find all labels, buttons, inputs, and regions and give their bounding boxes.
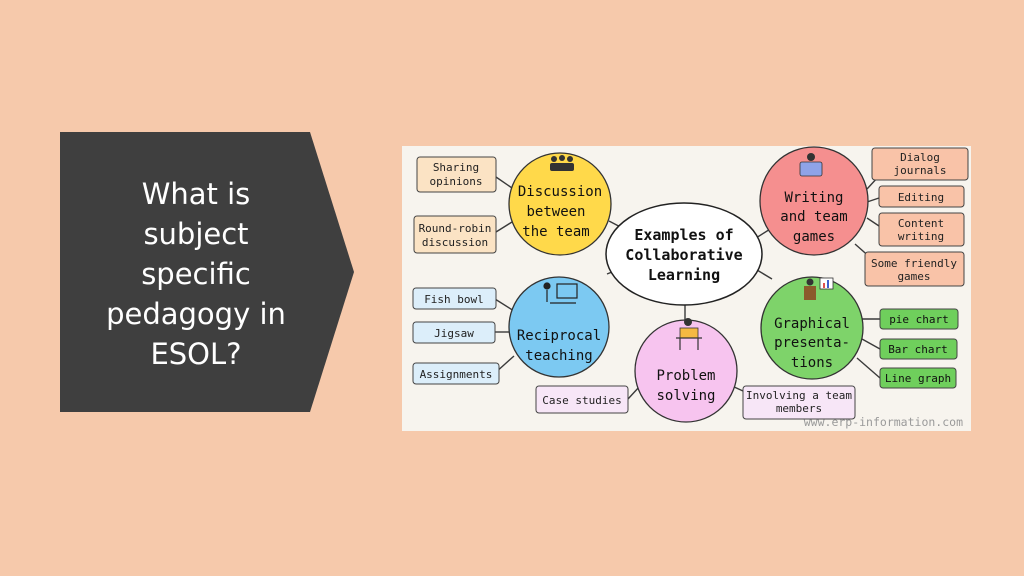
graphical-node: Graphical presenta- tions [760, 276, 864, 380]
team-meeting-icon [550, 155, 574, 171]
reciprocal-item-box: Jigsaw [412, 321, 496, 344]
graphical-label-line: presenta- [774, 335, 850, 351]
discussion-label-line: Discussion [518, 184, 602, 200]
item-text-line: writing [898, 230, 944, 243]
classroom-teaching-icon [543, 282, 578, 304]
graphical-item-box: Bar chart [879, 338, 958, 360]
problem-node: Problem solving [634, 318, 738, 423]
item-text-line: Editing [898, 191, 944, 204]
item-text-line: Dialog [900, 151, 940, 164]
item-text-line: Round-robin [419, 222, 492, 235]
title-line: ESOL? [150, 337, 242, 371]
title-line: subject [143, 217, 249, 251]
problem-item-box: Involving a team members [742, 385, 856, 420]
discussion-label-line: the team [522, 224, 589, 240]
problem-label-line: Problem [656, 368, 715, 384]
item-text-line: Fish bowl [424, 293, 484, 306]
discussion-item-box: Sharing opinions [416, 156, 497, 193]
discussion-node: Discussion between the team [508, 152, 612, 256]
reciprocal-label-line: teaching [525, 348, 592, 364]
writing-label-line: and team [780, 209, 847, 225]
item-text-line: Some friendly [871, 257, 957, 270]
item-text-line: Jigsaw [434, 327, 474, 340]
watermark: www.erp-information.com [804, 415, 963, 429]
problem-item-box: Case studies [535, 385, 629, 414]
center-label-line: Learning [648, 266, 720, 284]
item-text-line: Involving a team [746, 389, 852, 402]
center-label-line: Examples of [634, 226, 733, 244]
item-text-line: Case studies [542, 394, 621, 407]
item-text-line: opinions [430, 175, 483, 188]
title-line: What is [141, 177, 251, 211]
item-text-line: journals [894, 164, 947, 177]
reciprocal-label-line: Reciprocal [517, 328, 601, 344]
graphical-item-box: Line graph [879, 367, 957, 389]
title-line: pedagogy in [106, 297, 286, 331]
writing-item-box: Content writing [878, 212, 965, 247]
writing-desk-icon [799, 153, 823, 177]
writing-node: Writing and team games [759, 146, 869, 256]
item-text-line: Bar chart [888, 343, 948, 356]
item-text-line: members [776, 402, 822, 415]
presenter-chart-icon [804, 277, 834, 300]
discussion-item-box: Round-robin discussion [413, 215, 497, 254]
writing-item-box: Dialog journals [871, 147, 969, 181]
writing-item-box: Editing [878, 185, 965, 208]
item-text-line: pie chart [889, 313, 949, 326]
title-arrow-shape [60, 132, 354, 412]
discussion-label-line: between [526, 204, 585, 220]
graphical-label-line: tions [791, 355, 833, 371]
writing-label-line: games [793, 229, 835, 245]
center-node: Examples of Collaborative Learning [605, 202, 763, 306]
item-text-line: Sharing [433, 161, 479, 174]
item-text-line: discussion [422, 236, 488, 249]
writing-label-line: Writing [784, 190, 843, 206]
writing-item-box: Some friendly games [864, 251, 965, 287]
item-text-line: Line graph [885, 372, 951, 385]
reciprocal-item-box: Assignments [412, 362, 500, 385]
reciprocal-item-box: Fish bowl [412, 287, 497, 310]
graphical-label-line: Graphical [774, 316, 850, 332]
center-label-line: Collaborative [625, 246, 742, 264]
collaborative-learning-diagram: Examples of Collaborative Learning Discu… [402, 146, 971, 431]
item-text-line: Content [898, 217, 944, 230]
item-text-line: games [897, 270, 930, 283]
title-line: specific [141, 257, 251, 291]
reciprocal-node: Reciprocal teaching [508, 276, 610, 378]
item-text-line: Assignments [420, 368, 493, 381]
problem-label-line: solving [656, 388, 715, 404]
person-thinking-icon [676, 318, 702, 350]
graphical-item-box: pie chart [879, 308, 959, 330]
slide-title: What is subject specific pedagogy in ESO… [70, 174, 322, 374]
